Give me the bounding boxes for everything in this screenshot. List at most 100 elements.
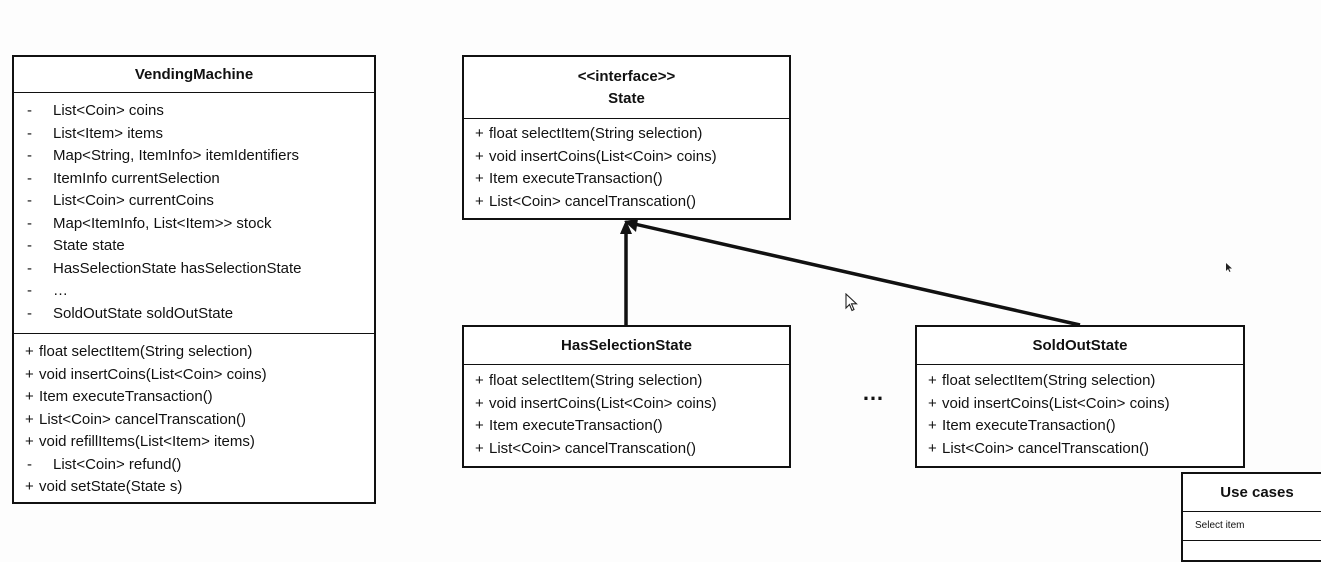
operation-text: float selectItem(String selection) <box>489 125 703 142</box>
operation-row: + Item executeTransaction() <box>464 168 789 191</box>
operation-row: +List<Coin> cancelTranscation() <box>464 438 789 461</box>
attribute-text: Map<ItemInfo, List<Item>> stock <box>53 214 272 232</box>
visibility-marker: + <box>475 147 484 165</box>
attribute-row: - List<Item> items <box>14 123 374 146</box>
class-vending-machine[interactable]: VendingMachine - List<Coin> coins - List<I… <box>12 55 376 504</box>
interface-name: State <box>608 89 645 107</box>
visibility-marker: + <box>25 343 34 360</box>
attribute-row: - Map<String, ItemInfo> itemIdentifiers <box>14 145 374 168</box>
visibility-marker: + <box>25 410 34 428</box>
operations-section: + float selectItem(String selection) +voi… <box>464 365 789 460</box>
attribute-text: Map<String, ItemInfo> itemIdentifiers <box>53 147 299 164</box>
attribute-text: List<Coin> coins <box>53 102 164 119</box>
visibility-marker: + <box>928 394 937 412</box>
visibility-marker: + <box>25 388 34 405</box>
class-name: HasSelectionState <box>464 327 789 365</box>
attributes-section: -List<Coin> coins -List<Item> items -Map… <box>14 93 374 334</box>
attribute-text: HasSelectionState hasSelectionState <box>53 259 302 277</box>
visibility-marker: + <box>475 394 484 412</box>
operation-text: void insertCoins(List<Coin> coins) <box>489 147 717 165</box>
operation-row: + List<Coin> cancelTranscation() <box>14 409 374 432</box>
operation-text: float selectItem(String selection) <box>489 372 703 389</box>
operation-text: List<Coin> cancelTranscation() <box>942 439 1150 457</box>
attribute-row: - List<Coin> currentCoins <box>14 190 374 213</box>
operation-text: List<Coin> cancelTranscation() <box>489 439 697 457</box>
operation-row: + Item executeTransaction() <box>464 415 789 438</box>
visibility-marker: + <box>928 372 937 389</box>
attribute-row: -Map<ItemInfo, List<Item>> stock <box>14 213 374 236</box>
attribute-row: - SoldOutState soldOutState <box>14 303 374 326</box>
operation-row: + List<Coin> cancelTranscation() <box>464 191 789 214</box>
attribute-text: … <box>53 282 68 299</box>
visibility-marker: + <box>475 170 484 187</box>
visibility-marker: + <box>928 439 937 457</box>
class-name-text: VendingMachine <box>134 66 254 83</box>
attribute-row: -HasSelectionState hasSelectionState <box>14 258 374 281</box>
operation-text: void insertCoins(List<Coin> coins) <box>942 394 1170 412</box>
operation-row: -List<Coin> refund() <box>14 454 374 477</box>
uml-diagram-canvas: VendingMachine - List<Coin> coins - List<I… <box>12 55 1321 562</box>
operation-text: Item executeTransaction() <box>489 170 663 187</box>
visibility-marker: - <box>27 124 32 142</box>
use-cases-title: Use cases <box>1183 474 1321 512</box>
operation-text: Item executeTransaction() <box>39 388 213 405</box>
operation-row: + float selectItem(String selection) <box>917 370 1243 393</box>
arrowhead-hasselection <box>620 220 632 234</box>
realization-arrows <box>620 219 1081 327</box>
operation-row: + float selectItem(String selection) <box>14 341 374 364</box>
operation-text: float selectItem(String selection) <box>39 343 253 360</box>
operation-row: + Item executeTransaction() <box>14 386 374 409</box>
operation-row: + float selectItem(String selection) <box>464 370 789 393</box>
attribute-row: -State state <box>14 235 374 258</box>
operation-text: float selectItem(String selection) <box>942 372 1156 389</box>
visibility-marker: - <box>27 102 32 119</box>
attribute-text: List<Coin> currentCoins <box>53 192 214 209</box>
attribute-row: - ItemInfo currentSelection <box>14 168 374 191</box>
visibility-marker: - <box>27 304 32 322</box>
attribute-text: List<Item> items <box>53 124 164 142</box>
operations-section: + float selectItem(String selection) + voi… <box>464 119 789 213</box>
visibility-marker: + <box>475 192 484 210</box>
use-cases-table: Use cases Select item <box>1181 472 1321 562</box>
visibility-marker: + <box>475 417 484 434</box>
visibility-marker: + <box>475 372 484 389</box>
operation-text: List<Coin> cancelTranscation() <box>39 410 247 428</box>
operation-row: +void insertCoins(List<Coin> coins) <box>464 393 789 416</box>
visibility-marker: + <box>25 478 34 495</box>
operation-row: + void insertCoins(List<Coin> coins) <box>14 364 374 387</box>
class-sold-out-state[interactable]: SoldOutState + float selectItem(String se… <box>915 325 1245 468</box>
attribute-row: -… <box>14 280 374 303</box>
operations-section: + float selectItem(String selection) + voi… <box>917 365 1243 460</box>
interface-header: <<interface>> State <box>464 57 789 119</box>
operations-section: + float selectItem(String selection) + voi… <box>14 334 374 499</box>
visibility-marker: + <box>25 365 34 383</box>
operation-row: + void insertCoins(List<Coin> coins) <box>917 393 1243 416</box>
use-case-item: Select item <box>1183 512 1321 541</box>
stereotype-label: <<interface>> <box>577 67 676 85</box>
operation-text: List<Coin> cancelTranscation() <box>489 192 697 210</box>
operation-text: void refillItems(List<Item> items) <box>39 433 255 450</box>
operation-row: + void refillItems(List<Item> items) <box>14 431 374 454</box>
visibility-marker: + <box>25 433 34 450</box>
operation-text: Item executeTransaction() <box>489 417 663 434</box>
more-states-ellipsis: … <box>862 380 885 405</box>
interface-state[interactable]: <<interface>> State + float selectItem(St… <box>462 55 791 220</box>
operation-text: void insertCoins(List<Coin> coins) <box>39 365 267 383</box>
visibility-marker: - <box>27 455 32 473</box>
visibility-marker: - <box>27 147 32 164</box>
class-name: VendingMachine <box>14 57 374 93</box>
visibility-marker: - <box>27 192 32 209</box>
attribute-text: SoldOutState soldOutState <box>53 304 234 322</box>
arrowhead-soldout <box>624 219 638 232</box>
operation-text: void setState(State s) <box>39 478 183 495</box>
operation-text: Item executeTransaction() <box>942 417 1116 434</box>
attribute-row: - List<Coin> coins <box>14 100 374 123</box>
attribute-text: ItemInfo currentSelection <box>53 169 220 187</box>
visibility-marker: + <box>928 417 937 434</box>
operation-row: + Item executeTransaction() <box>917 415 1243 438</box>
operation-row: + void setState(State s) <box>14 476 374 499</box>
visibility-marker: - <box>27 169 32 187</box>
class-name-text: SoldOutState <box>1032 337 1128 354</box>
class-has-selection-state[interactable]: HasSelectionState + float selectItem(Stri… <box>462 325 791 468</box>
mouse-pointer-icon <box>845 293 858 312</box>
